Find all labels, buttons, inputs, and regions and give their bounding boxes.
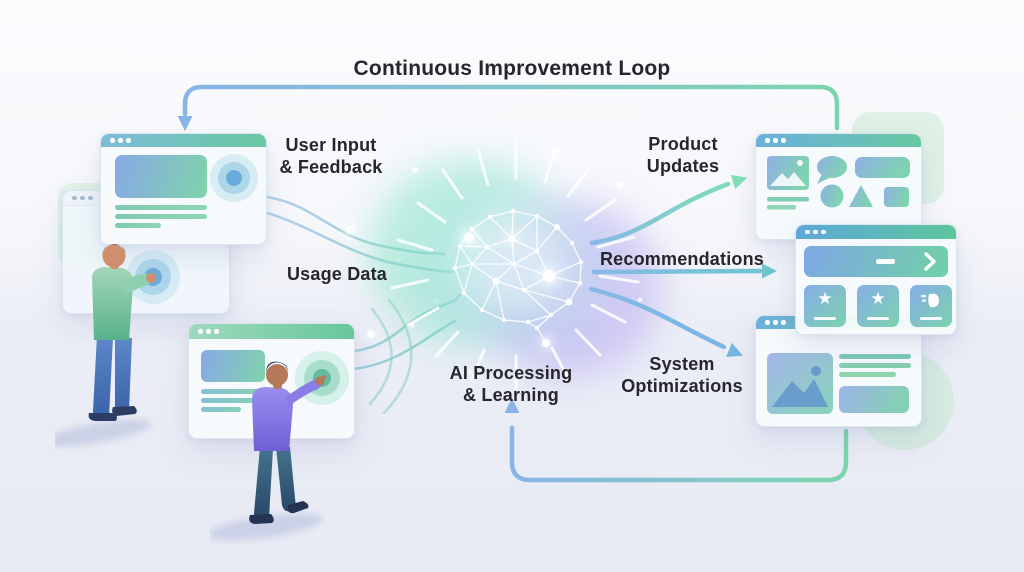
arrowhead-up-icon <box>504 398 520 413</box>
diagram-title: Continuous Improvement Loop <box>353 57 671 80</box>
rounded-rect-icon <box>855 157 910 178</box>
shadow <box>210 513 323 541</box>
speech-bubble-icon <box>817 156 847 184</box>
text-line <box>839 372 896 377</box>
window-controls-icon <box>765 138 786 143</box>
window-titlebar <box>756 134 921 147</box>
person-left-illustration <box>55 243 156 447</box>
brain-rays <box>390 138 640 390</box>
brain-network-icon <box>452 208 584 350</box>
label-line: System <box>649 354 715 374</box>
label-line: AI Processing <box>449 363 573 383</box>
chevron-right-icon <box>924 252 936 271</box>
window-controls-icon <box>198 329 219 334</box>
recommendation-card <box>910 285 952 327</box>
text-line <box>115 205 207 210</box>
label-user-input-feedback: User Input & Feedback <box>251 134 411 178</box>
window-controls-icon <box>110 138 131 143</box>
content-hero-block <box>115 155 207 198</box>
browser-window-recommendations: ★ ★ <box>795 224 957 335</box>
cta-block <box>839 386 909 413</box>
text-line <box>115 223 161 228</box>
window-titlebar <box>189 324 354 339</box>
image-placeholder-icon <box>767 353 833 414</box>
star-icon: ★ <box>817 289 833 309</box>
text-line <box>767 197 809 202</box>
arrowhead-right-icon <box>762 263 777 279</box>
window-controls-icon <box>805 229 826 235</box>
label-line: Product <box>648 134 718 154</box>
circle-icon <box>820 184 844 208</box>
square-icon <box>884 187 909 207</box>
arrowhead-right-icon <box>726 343 743 357</box>
window-controls-icon <box>72 195 93 201</box>
text-line <box>814 316 836 320</box>
label-line: Usage Data <box>286 264 388 284</box>
window-titlebar <box>101 134 266 147</box>
label-recommendations: Recommendations <box>572 248 792 270</box>
text-line <box>867 316 889 320</box>
star-icon: ★ <box>870 289 886 309</box>
label-line: & Learning <box>462 385 559 405</box>
label-ai-processing: AI Processing & Learning <box>431 362 591 406</box>
browser-window-product-updates <box>755 133 922 240</box>
label-usage-data: Usage Data <box>257 263 417 285</box>
person-center-illustration <box>210 361 326 541</box>
arrowhead-right-icon <box>730 174 748 190</box>
system-content <box>767 353 911 414</box>
label-line: User Input <box>285 135 377 155</box>
loop-arrow-bottom <box>504 398 849 483</box>
label-system-optimizations: System Optimizations <box>592 353 772 397</box>
text-line <box>201 389 265 394</box>
text-line <box>767 205 796 210</box>
text-line <box>920 316 942 320</box>
window-controls-icon <box>765 320 786 325</box>
label-product-updates: Product Updates <box>603 133 763 177</box>
boost-leaf-icon <box>921 293 939 308</box>
label-line: Recommendations <box>599 249 765 269</box>
recommendation-banner <box>804 246 948 277</box>
loop-arrow-top <box>177 84 840 131</box>
content-hero-block <box>201 350 265 382</box>
label-line: Optimizations <box>621 376 743 396</box>
browser-window-front-left <box>100 133 267 245</box>
dash-icon <box>876 259 895 264</box>
text-line <box>201 398 265 403</box>
product-updates-arrow <box>589 174 748 246</box>
label-line: Updates <box>646 156 720 176</box>
system-optimizations-arrow <box>588 286 743 357</box>
recommendation-card: ★ <box>804 285 846 327</box>
label-line: & Feedback <box>279 157 383 177</box>
text-line <box>201 407 241 412</box>
text-line <box>839 363 911 368</box>
sparkle-dots <box>409 147 643 375</box>
arrowhead-down-icon <box>177 116 193 131</box>
text-line <box>839 354 911 359</box>
recommendation-card: ★ <box>857 285 899 327</box>
shadow <box>55 419 152 447</box>
text-line <box>115 214 207 219</box>
image-placeholder-icon <box>767 156 809 190</box>
focus-ripple-icon <box>210 154 258 202</box>
window-titlebar <box>796 225 956 239</box>
product-updates-content <box>767 156 910 210</box>
recommendations-arrow <box>591 263 777 279</box>
triangle-icon <box>849 185 873 207</box>
